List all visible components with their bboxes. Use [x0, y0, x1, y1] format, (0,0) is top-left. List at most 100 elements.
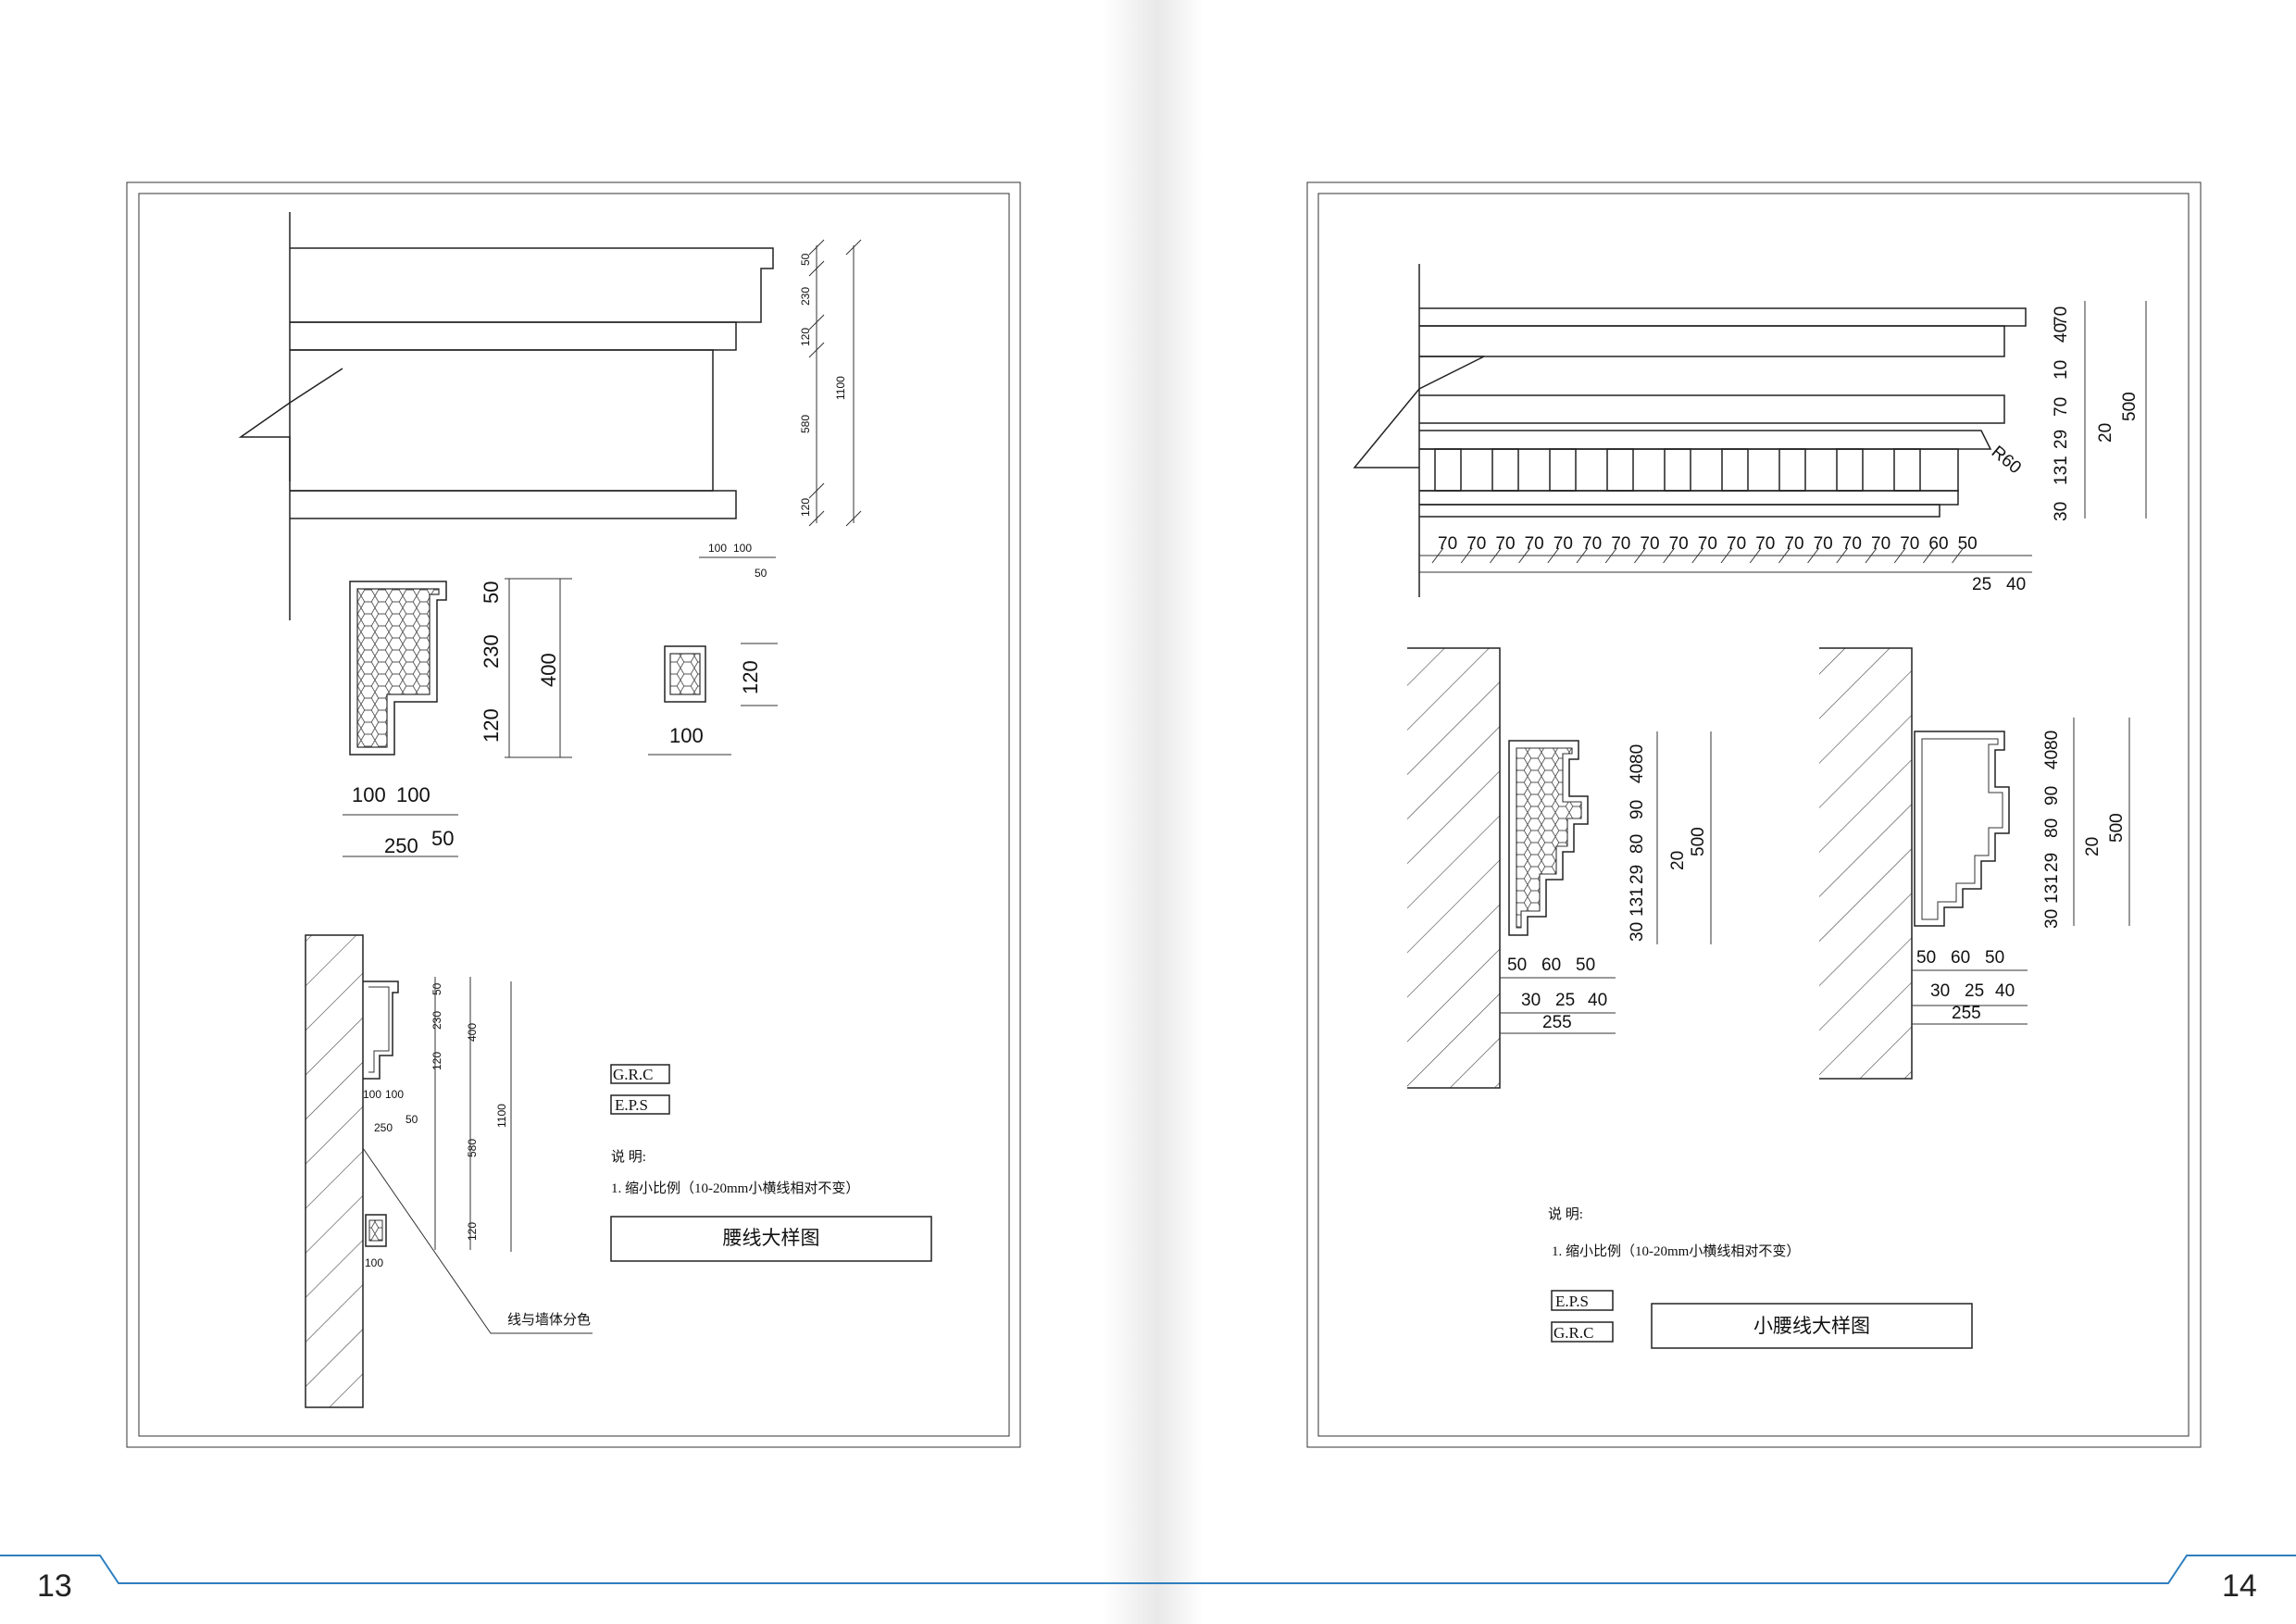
- right-page-frame-inner: [1317, 193, 2190, 1437]
- left-section-b: 120 100: [648, 643, 778, 756]
- r-sec-a-dim-40: 40: [1628, 764, 1647, 783]
- elev-dim-580: 580: [799, 415, 812, 433]
- r-sec-b-dim-h-25: 25: [1965, 981, 1984, 1001]
- r-elev-dim-tick-8: [1663, 547, 1675, 564]
- sec-a-dim-h-100b: 100: [396, 783, 430, 806]
- r-sec-a-dim-20: 20: [1668, 851, 1688, 870]
- r-elev-dim-tick-4: [1547, 547, 1560, 564]
- r-sec-b-dim-h-60: 60: [1951, 948, 1970, 968]
- right-material-box-1: [1551, 1290, 1614, 1311]
- r-sec-b-dim-131: 131: [2042, 874, 2062, 904]
- r-sec-a-dim-30: 30: [1628, 922, 1647, 942]
- left-material-1: G.R.C: [613, 1066, 653, 1083]
- r-elev-dim-h-9: 70: [1698, 534, 1717, 554]
- r-elev-dim-h-8: 70: [1669, 534, 1689, 554]
- r-elev-dim-131: 131: [2052, 456, 2071, 485]
- r-elev-dim-tick-5: [1576, 547, 1589, 564]
- left-page-frame-inner: [138, 193, 1010, 1437]
- elev-dim-120b: 120: [799, 498, 812, 517]
- r-elev-dim-tick-15: [1865, 547, 1878, 564]
- r-elev-dim-h-7: 70: [1640, 534, 1659, 554]
- left-title-box: [610, 1216, 932, 1262]
- r-elev-dim-tick-1: [1460, 547, 1473, 564]
- sec-b-dim-100: 100: [669, 724, 704, 747]
- gutter-shadow: [1102, 0, 1204, 1624]
- r-elev-dim-h2-25: 25: [1972, 575, 1991, 594]
- r-elev-dim-h-4: 70: [1554, 534, 1573, 554]
- r-elev-dim-29: 29: [2052, 430, 2071, 449]
- right-footer-rule: [1148, 1555, 2296, 1584]
- r-sec-b-dim-h-40: 40: [1995, 981, 2015, 1001]
- sec-a-dim-230: 230: [480, 634, 503, 668]
- sec-a-dim-120: 120: [480, 708, 503, 743]
- r-elev-dim-tick-16: [1893, 547, 1906, 564]
- r-sec-a-dim-29: 29: [1628, 865, 1647, 884]
- r-sec-a-dim-90: 90: [1628, 800, 1647, 819]
- r-sec-b-dim-h-50: 50: [1916, 948, 1936, 968]
- sec-a-dim-50: 50: [480, 581, 503, 604]
- r-elev-dim-h-0: 70: [1438, 534, 1457, 554]
- r-elev-dim-tick-6: [1604, 547, 1617, 564]
- right-title-box: [1651, 1303, 1973, 1349]
- r-elev-dim-h-6: 70: [1611, 534, 1630, 554]
- right-section-b: 80 40 90 80 29 20 131 30 500 50 60 50 30…: [1819, 647, 2130, 1080]
- r-elev-dim-tick-11: [1749, 547, 1762, 564]
- right-page-number: 14: [2222, 1568, 2257, 1604]
- r-elev-dim-h-2: 70: [1495, 534, 1515, 554]
- r-sec-b-dim-h-255: 255: [1952, 1004, 1981, 1023]
- r-sec-a-dim-h-50b: 50: [1576, 956, 1595, 975]
- wall-dim-50: 50: [430, 982, 443, 995]
- r-elev-dim-tick-12: [1778, 547, 1791, 564]
- r-elev-dim-tick-10: [1720, 547, 1733, 564]
- r-elev-dim-tick-13: [1807, 547, 1819, 564]
- wall-dim-400: 400: [466, 1023, 479, 1042]
- wall-dim-h-100a: 100: [363, 1088, 381, 1101]
- r-elev-dim-40: 40: [2052, 323, 2071, 343]
- wall-color-callout: 线与墙体分色: [507, 1312, 591, 1328]
- r-elev-dim-tick-18: [1952, 547, 1965, 564]
- r-sec-a-dim-h-30: 30: [1521, 991, 1541, 1010]
- r-elev-dim-h-5: 70: [1582, 534, 1602, 554]
- right-material-1: E.P.S: [1555, 1293, 1589, 1310]
- wall-dim-h-100b: 100: [385, 1088, 404, 1101]
- sec-b-dim-120: 120: [739, 660, 762, 694]
- r-sec-b-dim-90: 90: [2042, 786, 2062, 806]
- right-material-box-2: [1551, 1321, 1614, 1343]
- right-section-a: 80 40 90 80 29 20 131 30 500 50 60 50 30…: [1407, 647, 1712, 1089]
- left-elevation: 50 230 120 580 120 1100 100 100 50: [238, 212, 862, 620]
- r-sec-a-dim-h-255: 255: [1542, 1013, 1572, 1032]
- r-elev-dim-20: 20: [2096, 423, 2115, 443]
- r-elev-dim-70b: 70: [2052, 397, 2071, 417]
- r-sec-b-dim-h-50b: 50: [1985, 948, 2004, 968]
- r-elev-dim-h-16: 70: [1900, 534, 1919, 554]
- r-elev-dim-30: 30: [2052, 502, 2071, 521]
- r-elev-dim-500: 500: [2120, 392, 2140, 421]
- r-elev-dim-tick-7: [1634, 547, 1646, 564]
- r-sec-b-dim-h-30: 30: [1930, 981, 1950, 1001]
- sec-a-dim-h-250: 250: [384, 834, 418, 857]
- left-footer-rule: [0, 1555, 1148, 1584]
- right-notes-heading: 说 明:: [1548, 1206, 1583, 1222]
- r-sec-b-dim-40: 40: [2042, 750, 2062, 769]
- left-drawing-title: 腰线大样图: [723, 1227, 820, 1249]
- r-elev-dim-h-15: 70: [1871, 534, 1890, 554]
- left-wall-section: 50 230 120 400 580 120 1100 100 100 250 …: [305, 934, 593, 1408]
- r-elev-dim-h-14: 70: [1842, 534, 1862, 554]
- left-note-1: 1. 缩小比例（10-20mm小横线相对不变）: [611, 1181, 859, 1196]
- right-note-1: 1. 缩小比例（10-20mm小横线相对不变）: [1552, 1243, 1800, 1259]
- right-drawing-title: 小腰线大样图: [1753, 1315, 1870, 1337]
- r-sec-a-dim-h-25: 25: [1555, 991, 1575, 1010]
- r-sec-a-dim-h-50: 50: [1507, 956, 1527, 975]
- r-elev-dim-h-17: 60: [1928, 534, 1948, 554]
- left-page-number: 13: [37, 1568, 72, 1604]
- left-page: 50 230 120 580 120 1100 100 100 50 50 23…: [126, 181, 1021, 1448]
- elev-dim-1100: 1100: [834, 376, 847, 400]
- r-elev-dim-tick-14: [1836, 547, 1849, 564]
- elev-radius: R60: [1988, 443, 2025, 478]
- wall-dim-120b: 120: [466, 1222, 479, 1241]
- r-elev-dim-h2-40: 40: [2006, 575, 2026, 594]
- r-sec-a-dim-80b: 80: [1628, 834, 1647, 854]
